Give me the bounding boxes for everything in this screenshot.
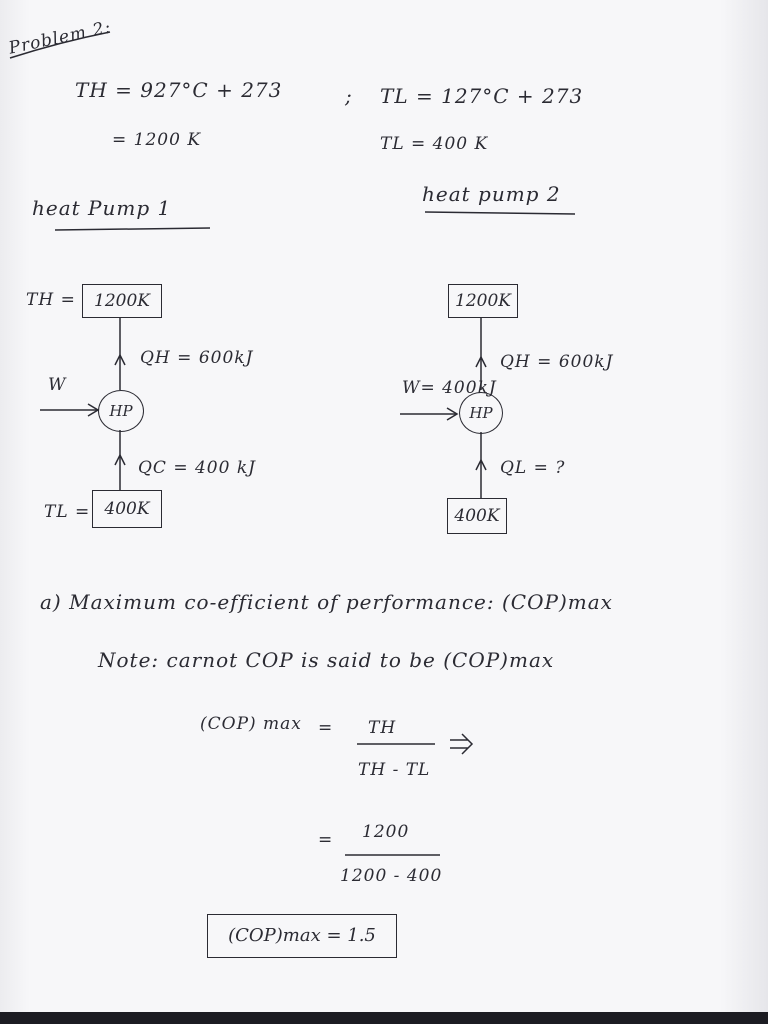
cop-lhs: (COP) max — [200, 714, 302, 734]
tl-result: TL = 400 K — [380, 134, 489, 154]
fraction-1-denominator: TH - TL — [358, 760, 431, 780]
hp1-heat-pump-circle: HP — [98, 390, 144, 432]
implies-arrow — [450, 733, 474, 755]
equals-1: = — [318, 718, 334, 738]
heat-pump-2-title: heat pump 2 — [422, 182, 561, 206]
hp2-cold-reservoir: 400K — [447, 498, 507, 534]
page-bottom-edge — [0, 1012, 768, 1024]
hp1-work-label: W — [48, 375, 67, 395]
fraction-1-numerator: TH — [368, 718, 397, 738]
separator: ; — [345, 84, 353, 108]
hp1-hot-reservoir: 1200K — [82, 284, 162, 318]
hp1-cold-reservoir: 400K — [92, 490, 162, 528]
hp2-hot-reservoir: 1200K — [448, 284, 518, 318]
th-equation: TH = 927°C + 273 — [75, 78, 283, 102]
heat-pump-1-title: heat Pump 1 — [32, 196, 172, 220]
part-a-heading: a) Maximum co-efficient of performance: … — [40, 590, 613, 614]
hp2-qc-label: QL = ? — [500, 458, 566, 478]
hp1-qc-label: QC = 400 kJ — [138, 458, 256, 478]
underline-heat-pump-2 — [424, 211, 576, 215]
note-line: Note: carnot COP is said to be (COP)max — [98, 648, 555, 672]
underline-heat-pump-1 — [54, 227, 211, 231]
hp1-qh-label: QH = 600kJ — [140, 348, 254, 368]
tl-equation: TL = 127°C + 273 — [380, 84, 584, 108]
fraction-2-numerator: 1200 — [362, 822, 410, 842]
hp1-th-label: TH = — [26, 290, 76, 310]
equals-2: = — [318, 830, 334, 850]
hp1-tl-label: TL = — [44, 502, 91, 522]
fraction-2-denominator: 1200 - 400 — [340, 866, 443, 886]
th-result: = 1200 K — [112, 130, 202, 150]
hp2-qh-label: QH = 600kJ — [500, 352, 614, 372]
hp2-heat-pump-circle: HP — [459, 392, 503, 434]
underline-problem — [9, 31, 111, 59]
final-answer-box: (COP)max = 1.5 — [207, 914, 397, 958]
